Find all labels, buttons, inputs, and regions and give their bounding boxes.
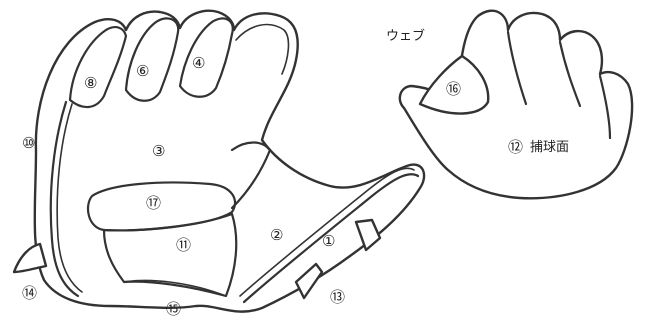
- label-16: ⑯: [446, 80, 461, 98]
- label-2: ②: [270, 226, 283, 244]
- label-6: ⑥: [136, 62, 149, 80]
- label-17: ⑰: [146, 194, 161, 212]
- label-11: ⑪: [176, 236, 191, 254]
- label-12: ⑫: [508, 138, 523, 156]
- lace-tab-14: [14, 244, 46, 272]
- label-14: ⑭: [22, 284, 37, 302]
- label-4: ④: [192, 54, 205, 72]
- palm-of-glove: [400, 11, 632, 199]
- back-of-glove: [14, 11, 424, 312]
- label-3: ③: [152, 142, 165, 160]
- label-8: ⑧: [84, 74, 97, 92]
- label-1: ①: [322, 232, 335, 250]
- glove-back-outline: [35, 11, 424, 312]
- label-10: ⑩: [22, 134, 35, 152]
- label-13: ⑬: [330, 288, 345, 306]
- label-12-text: 捕球面: [530, 139, 569, 155]
- label-15: ⑮: [166, 300, 181, 318]
- label-web: ウェブ: [386, 28, 425, 44]
